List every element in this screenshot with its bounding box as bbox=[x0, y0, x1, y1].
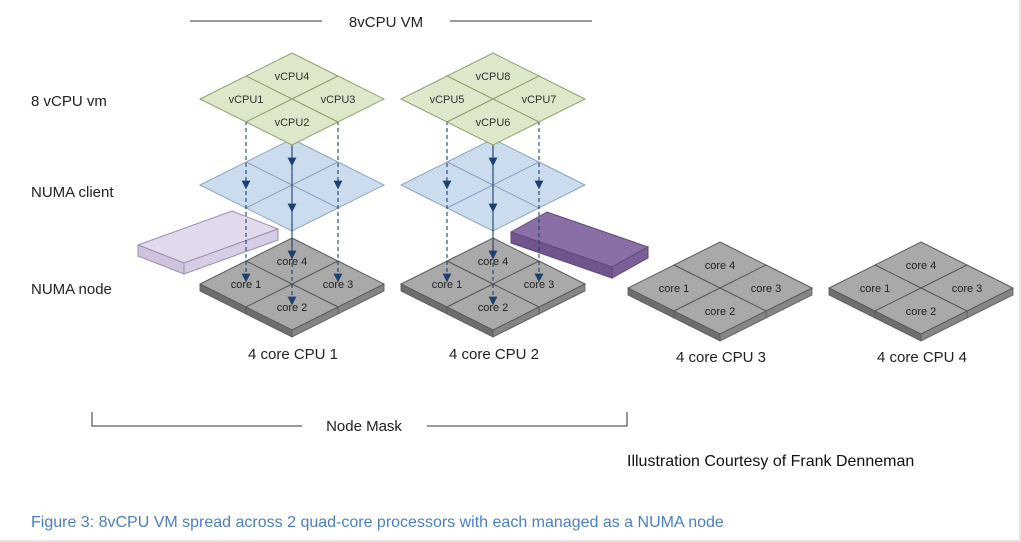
vcpu-label: vCPU7 bbox=[522, 94, 557, 106]
vcpu-label: vCPU2 bbox=[275, 117, 310, 129]
cpu-label-3: 4 core CPU 3 bbox=[676, 349, 766, 366]
core-label: core 1 bbox=[860, 283, 891, 295]
cpu-3-cores: core 4 core 1 core 3 core 2 bbox=[626, 241, 814, 342]
core-label: core 1 bbox=[659, 283, 690, 295]
vcpu-tile: vCPU2 bbox=[244, 98, 340, 146]
credit-text: Illustration Courtesy of Frank Denneman bbox=[627, 453, 914, 470]
core-label: core 4 bbox=[478, 256, 509, 268]
core-label: core 4 bbox=[906, 260, 937, 272]
core-label: core 3 bbox=[323, 279, 354, 291]
cpu-2-cores: core 4 core 1 core 3 core 2 bbox=[399, 237, 587, 338]
vcpu-label: vCPU6 bbox=[476, 117, 511, 129]
core-label: core 2 bbox=[906, 306, 937, 318]
row-label-numa-node: NUMA node bbox=[31, 281, 112, 298]
arrow-layer bbox=[241, 84, 544, 306]
core-label: core 3 bbox=[952, 283, 983, 295]
vm-vcpu-group-2: vCPU8 vCPU5 vCPU7 vCPU6 bbox=[399, 52, 587, 146]
figure-caption: Figure 3: 8vCPU VM spread across 2 quad-… bbox=[31, 514, 724, 531]
core-tile: core 2 bbox=[244, 283, 340, 338]
vcpu-label: vCPU5 bbox=[430, 94, 465, 106]
client-slab-cpu-2 bbox=[509, 211, 650, 279]
vcpu-label: vCPU3 bbox=[321, 94, 356, 106]
cpu-label-4: 4 core CPU 4 bbox=[877, 349, 967, 366]
numa-client-layer bbox=[198, 138, 587, 232]
row-label-numa-client: NUMA client bbox=[31, 184, 114, 201]
core-label: core 3 bbox=[751, 283, 782, 295]
vcpu-tile: vCPU6 bbox=[445, 98, 541, 146]
core-label: core 1 bbox=[432, 279, 463, 291]
slab-layer bbox=[136, 210, 650, 279]
cpu-1-cores: core 4 core 1 core 3 core 2 bbox=[198, 237, 386, 338]
core-tile: core 2 bbox=[873, 287, 969, 342]
core-label: core 3 bbox=[524, 279, 555, 291]
node-mask-bracket-right bbox=[427, 412, 628, 427]
numa-client-1 bbox=[198, 138, 386, 232]
cpu-4-cores: core 4 core 1 core 3 core 2 bbox=[827, 241, 1015, 342]
core-tile: core 2 bbox=[445, 283, 541, 338]
vm-vcpu-group-1: vCPU4 vCPU1 vCPU3 vCPU2 bbox=[198, 52, 386, 146]
core-label: core 2 bbox=[277, 302, 308, 314]
frame-edge-right bbox=[1019, 0, 1021, 542]
vcpu-label: vCPU1 bbox=[229, 94, 264, 106]
title: 8vCPU VM bbox=[349, 14, 423, 31]
node-mask-label: Node Mask bbox=[326, 418, 402, 435]
core-label: core 4 bbox=[277, 256, 308, 268]
core-label: core 1 bbox=[231, 279, 262, 291]
client-slab-cpu-1 bbox=[136, 210, 280, 275]
cpu-label-1: 4 core CPU 1 bbox=[248, 346, 338, 363]
vcpu-label: vCPU8 bbox=[476, 71, 511, 83]
cpu-label-2: 4 core CPU 2 bbox=[449, 346, 539, 363]
frame-edge-bottom bbox=[0, 540, 1021, 542]
core-label: core 2 bbox=[705, 306, 736, 318]
node-mask-bracket-left bbox=[91, 412, 302, 427]
vm-vcpu-layer: vCPU4 vCPU1 vCPU3 vCPU2 vCPU8 vCPU5 vCPU7 vCPU6 bbox=[198, 52, 587, 146]
core-label: core 2 bbox=[478, 302, 509, 314]
core-label: core 4 bbox=[705, 260, 736, 272]
core-tile: core 2 bbox=[672, 287, 768, 342]
row-label-vm: 8 vCPU vm bbox=[31, 93, 107, 110]
vcpu-label: vCPU4 bbox=[275, 71, 310, 83]
